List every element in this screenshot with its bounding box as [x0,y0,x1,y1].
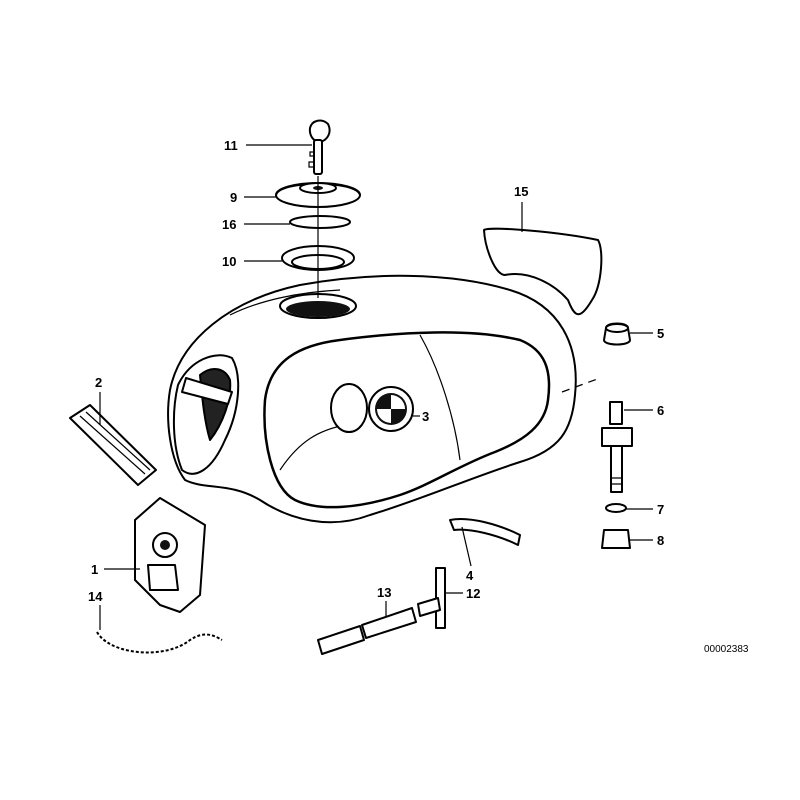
label-14: 14 [88,589,103,604]
gasket-ring [289,215,351,229]
hex-nut [601,529,631,549]
label-16: 16 [222,217,236,232]
tap-bracket [134,497,206,613]
label-10: 10 [222,254,236,269]
label-2: 2 [95,375,102,390]
knee-pad [483,227,603,316]
label-9: 9 [230,190,237,205]
key-icon [308,119,331,175]
label-4: 4 [466,568,474,583]
t-piece [417,567,446,629]
tank-badge [368,386,414,432]
label-11: 11 [224,138,238,153]
rubber-strip [69,404,157,486]
label-13: 13 [377,585,391,600]
label-1: 1 [91,562,98,577]
tube-pieces [317,607,417,655]
label-7: 7 [657,502,664,517]
label-3: 3 [422,409,429,424]
label-6: 6 [657,403,664,418]
cap-nut [603,322,631,346]
rubber-mount-bolt [601,401,633,493]
label-5: 5 [657,326,664,341]
fuel-hose [449,518,521,546]
label-8: 8 [657,533,664,548]
diagram-code: 00002383 [704,644,749,655]
retaining-chain [96,631,223,654]
washer [605,503,627,513]
label-15: 15 [514,184,528,199]
label-12: 12 [466,586,480,601]
